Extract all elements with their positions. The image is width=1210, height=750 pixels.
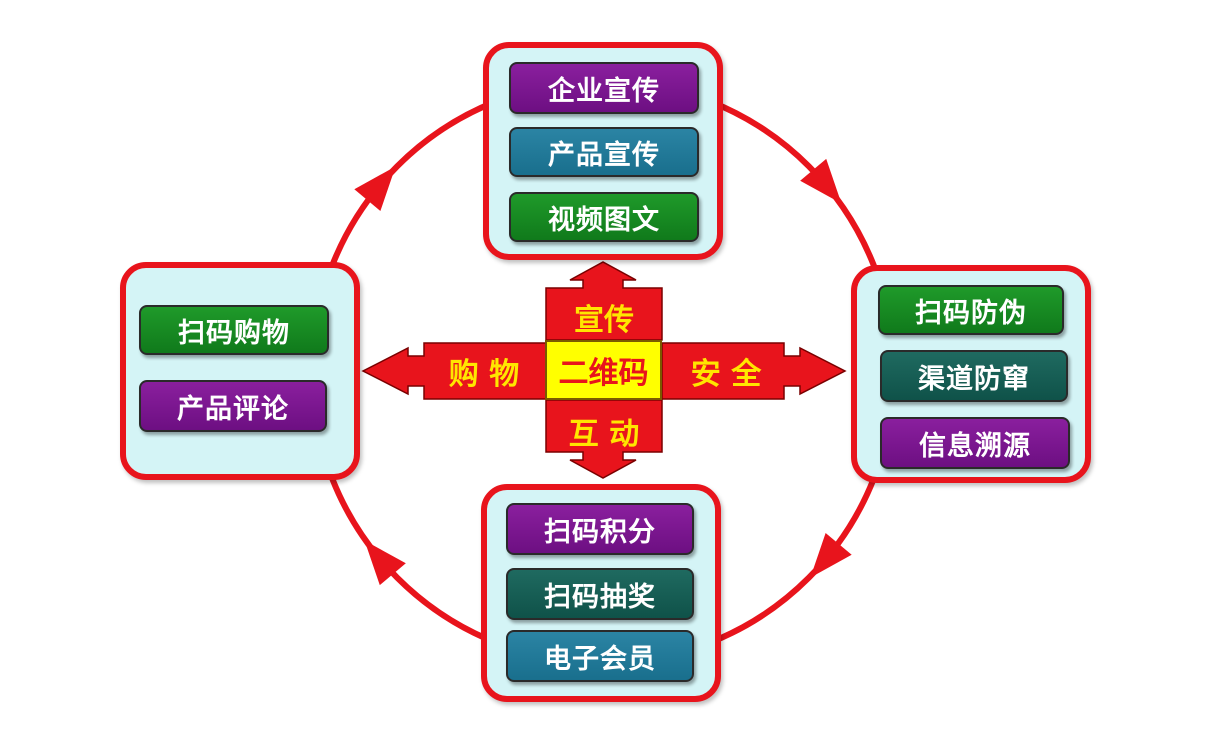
- group-left-shopping: [120, 262, 360, 480]
- item-e-membership: 电子会员: [506, 630, 694, 682]
- cycle-arrowheads: [354, 158, 852, 586]
- ring-arrowhead: [364, 540, 406, 586]
- ring-arrowhead: [354, 166, 396, 212]
- center-qrcode-label: 二维码: [545, 340, 662, 400]
- cross-arrow-up: [545, 261, 663, 341]
- item-scan-lottery: 扫码抽奖: [506, 568, 694, 620]
- item-enterprise-promo: 企业宣传: [509, 62, 699, 114]
- item-video-graphics: 视频图文: [509, 192, 699, 242]
- item-product-promo: 产品宣传: [509, 127, 699, 177]
- item-scan-points: 扫码积分: [506, 503, 694, 555]
- item-scan-shopping: 扫码购物: [139, 305, 329, 355]
- cross-label-left: 购 物: [448, 357, 520, 392]
- ring-arrowhead: [810, 532, 852, 578]
- item-traceability: 信息溯源: [880, 417, 1070, 469]
- item-product-review: 产品评论: [139, 380, 327, 432]
- cross-label-bottom: 互 动: [568, 417, 640, 452]
- item-anti-counterfeit: 扫码防伪: [878, 285, 1064, 335]
- cross-arrow-left: [361, 342, 547, 400]
- cross-label-right: 安 全: [690, 357, 762, 392]
- item-anti-diversion: 渠道防窜: [880, 350, 1068, 402]
- cross-label-top: 宣传: [574, 303, 634, 338]
- ring-arrowhead: [800, 158, 842, 204]
- cross-arrow-down: [545, 399, 663, 479]
- cross-arrow-right: [661, 342, 847, 400]
